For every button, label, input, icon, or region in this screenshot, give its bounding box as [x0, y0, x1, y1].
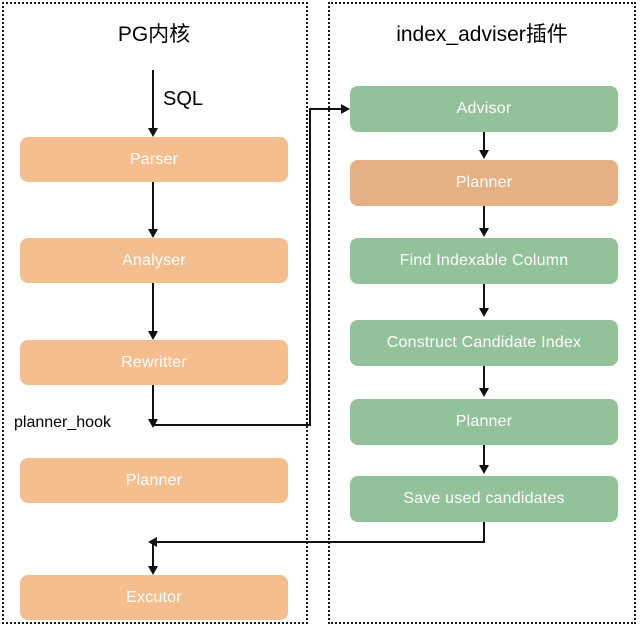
- edge-advisor-planner-line: [483, 132, 485, 152]
- node-save-used-candidates[interactable]: Save used candidates: [350, 476, 618, 522]
- node-planner-adviser[interactable]: Planner: [350, 160, 618, 206]
- edge-hook-return-arrowhead: [148, 419, 158, 428]
- edge-sql-line: [152, 70, 154, 132]
- edge-analyser-rewritter-line: [152, 283, 154, 331]
- edge-planner2-save-arrowhead: [479, 465, 489, 474]
- edge-return-to-excutor-arrowhead: [148, 566, 158, 575]
- node-planner-adviser-second[interactable]: Planner: [350, 399, 618, 445]
- edge-analyser-rewritter-arrowhead: [148, 331, 158, 340]
- panel-pg-kernel: [2, 2, 308, 624]
- edge-save-return-arrowhead: [148, 537, 157, 547]
- node-construct-candidate-index-label: Construct Candidate Index: [386, 334, 582, 351]
- node-rewritter[interactable]: Rewritter: [20, 340, 288, 385]
- edge-save-return-horizontal: [152, 541, 485, 543]
- node-save-used-candidates-label: Save used candidates: [403, 490, 565, 507]
- node-planner-adviser-second-label: Planner: [455, 413, 513, 430]
- panel-pg-kernel-title: PG内核: [117, 23, 191, 46]
- node-analyser-label: Analyser: [122, 251, 186, 269]
- edge-rewritter-hook-line: [152, 385, 154, 425]
- node-find-indexable-column-label: Find Indexable Column: [399, 252, 569, 269]
- edge-planner2-save-line: [483, 445, 485, 466]
- node-planner-kernel[interactable]: Planner: [20, 458, 288, 503]
- edge-construct-planner2-arrowhead: [479, 388, 489, 397]
- edge-construct-planner2-line: [483, 366, 485, 389]
- edge-parser-analyser-arrowhead: [148, 229, 158, 238]
- panel-index-adviser-title: index_adviser插件: [396, 23, 568, 46]
- edge-save-return-vertical: [483, 522, 485, 542]
- edge-sql-arrowhead: [148, 128, 158, 137]
- node-rewritter-label: Rewritter: [121, 353, 187, 371]
- node-construct-candidate-index[interactable]: Construct Candidate Index: [350, 320, 618, 366]
- node-advisor[interactable]: Advisor: [350, 86, 618, 132]
- edge-label-planner-hook: planner_hook: [14, 414, 111, 431]
- node-parser-label: Parser: [129, 150, 179, 168]
- edge-findcolumn-construct-arrowhead: [479, 308, 489, 317]
- edge-findcolumn-construct-line: [483, 284, 485, 308]
- node-advisor-label: Advisor: [456, 100, 512, 117]
- node-excutor[interactable]: Excutor: [20, 575, 288, 620]
- panel-index-adviser: [328, 2, 636, 624]
- node-planner-adviser-label: Planner: [455, 174, 513, 191]
- node-parser[interactable]: Parser: [20, 137, 288, 182]
- edge-hook-to-advisor-vertical: [309, 108, 311, 426]
- node-planner-kernel-label: Planner: [125, 471, 183, 489]
- node-excutor-label: Excutor: [126, 588, 182, 606]
- edge-hook-return-horizontal: [152, 424, 311, 426]
- edge-label-sql: SQL: [163, 88, 204, 110]
- node-analyser[interactable]: Analyser: [20, 238, 288, 283]
- edge-return-to-excutor-vertical: [152, 541, 154, 569]
- node-find-indexable-column[interactable]: Find Indexable Column: [350, 238, 618, 284]
- edge-planner-findcolumn-arrowhead: [479, 228, 489, 237]
- edge-hook-to-advisor-arrowhead: [341, 104, 350, 114]
- edge-parser-analyser-line: [152, 182, 154, 229]
- edge-hook-to-advisor-horizontal: [309, 108, 343, 110]
- edge-advisor-planner-arrowhead: [479, 150, 489, 159]
- edge-planner-findcolumn-line: [483, 206, 485, 228]
